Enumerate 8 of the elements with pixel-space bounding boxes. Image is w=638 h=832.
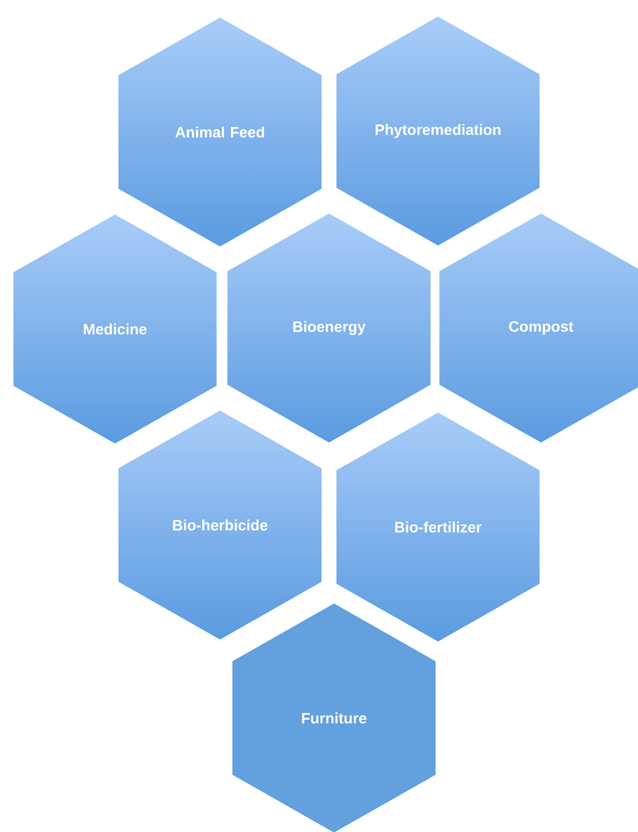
hexagon: Phytoremediation <box>336 16 540 246</box>
hexagon: Furniture <box>232 602 436 832</box>
hexagon: Medicine <box>12 214 218 444</box>
hexagon: Animal Feed <box>118 16 322 248</box>
hexagon: Compost <box>438 212 638 444</box>
hexagon: Bioenergy <box>226 212 432 444</box>
hexagon: Bio-herbicide <box>118 410 322 640</box>
hexagon: Bio-fertilizer <box>336 412 540 642</box>
